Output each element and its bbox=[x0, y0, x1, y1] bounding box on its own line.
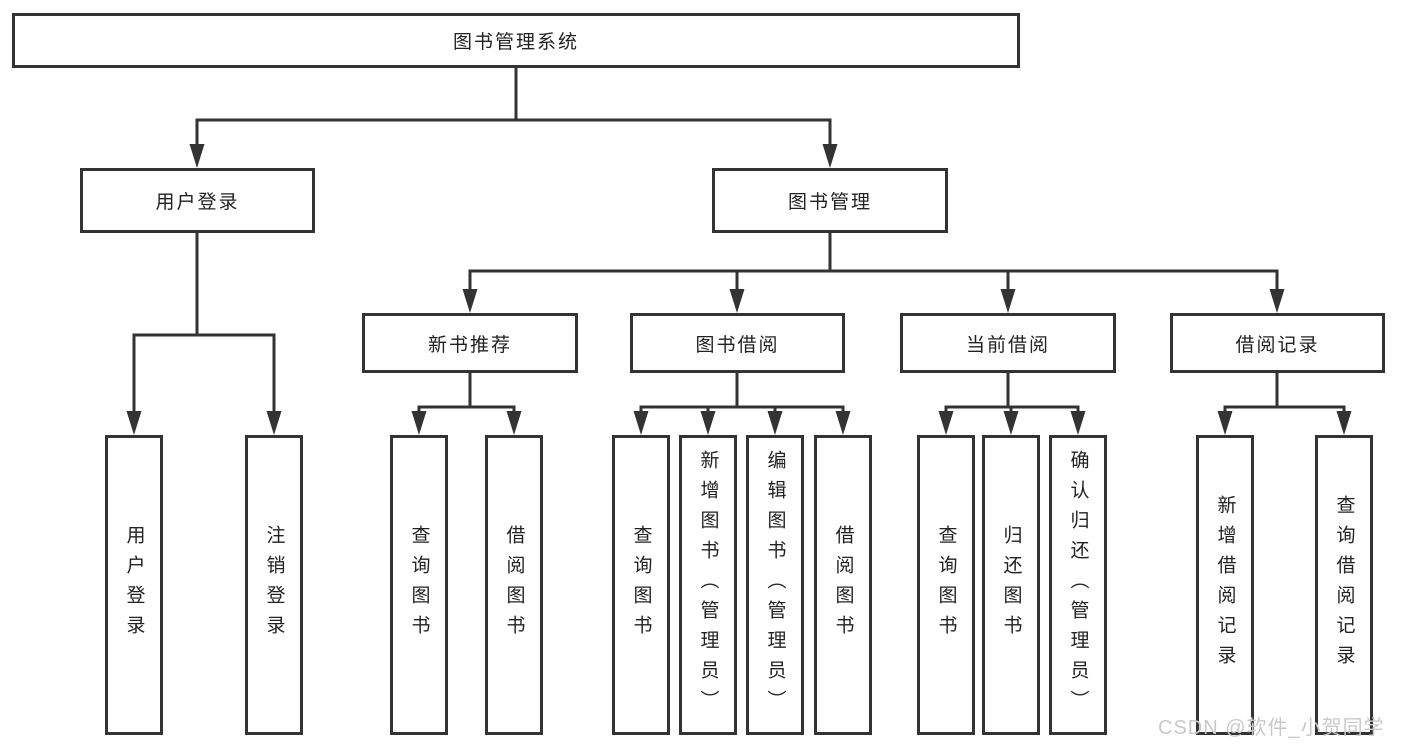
leaf-query-books-current: 查询图书 bbox=[917, 435, 975, 735]
leaf-confirm-return-admin-label: 确认归还（管理员） bbox=[1067, 450, 1089, 720]
leaf-edit-books-admin-label: 编辑图书（管理员） bbox=[764, 450, 786, 720]
leaf-borrow-books-recommend-label: 借阅图书 bbox=[503, 525, 525, 645]
leaf-query-borrow-record-label: 查询借阅记录 bbox=[1333, 495, 1355, 675]
node-current-borrow-label: 当前借阅 bbox=[965, 334, 1050, 356]
leaf-borrow-books: 借阅图书 bbox=[814, 435, 872, 735]
leaf-query-books-borrow: 查询图书 bbox=[612, 435, 670, 735]
node-new-book-recommend: 新书推荐 bbox=[362, 313, 578, 373]
node-new-book-recommend-label: 新书推荐 bbox=[427, 334, 512, 356]
leaf-add-books-admin-label: 新增图书（管理员） bbox=[697, 450, 719, 720]
node-book-management-label: 图书管理 bbox=[787, 192, 872, 213]
leaf-borrow-books-recommend: 借阅图书 bbox=[485, 435, 543, 735]
leaf-return-books-label: 归还图书 bbox=[1000, 525, 1022, 645]
node-borrow-records-label: 借阅记录 bbox=[1235, 334, 1320, 356]
leaf-query-books-recommend-label: 查询图书 bbox=[408, 525, 430, 645]
node-book-management: 图书管理 bbox=[712, 168, 948, 233]
leaf-return-books: 归还图书 bbox=[982, 435, 1040, 735]
leaf-logout: 注销登录 bbox=[245, 435, 303, 735]
leaf-borrow-books-label: 借阅图书 bbox=[832, 525, 854, 645]
leaf-query-books-recommend: 查询图书 bbox=[390, 435, 448, 735]
node-book-borrow: 图书借阅 bbox=[630, 313, 845, 373]
leaf-query-borrow-record: 查询借阅记录 bbox=[1315, 435, 1373, 735]
leaf-user-login: 用户登录 bbox=[105, 435, 163, 735]
watermark: CSDN @软件_小贺同学 bbox=[1158, 717, 1385, 739]
node-library-system: 图书管理系统 bbox=[12, 13, 1020, 68]
node-borrow-records: 借阅记录 bbox=[1170, 313, 1385, 373]
leaf-add-borrow-record: 新增借阅记录 bbox=[1196, 435, 1254, 735]
node-user-login-label: 用户登录 bbox=[155, 192, 240, 213]
leaf-confirm-return-admin: 确认归还（管理员） bbox=[1049, 435, 1107, 735]
leaf-add-books-admin: 新增图书（管理员） bbox=[679, 435, 737, 735]
node-book-borrow-label: 图书借阅 bbox=[695, 334, 780, 356]
node-current-borrow: 当前借阅 bbox=[900, 313, 1116, 373]
leaf-query-books-borrow-label: 查询图书 bbox=[630, 525, 652, 645]
leaf-user-login-label: 用户登录 bbox=[123, 525, 145, 645]
leaf-query-books-current-label: 查询图书 bbox=[935, 525, 957, 645]
leaf-add-borrow-record-label: 新增借阅记录 bbox=[1214, 495, 1236, 675]
leaf-edit-books-admin: 编辑图书（管理员） bbox=[746, 435, 804, 735]
leaf-logout-label: 注销登录 bbox=[263, 525, 285, 645]
node-library-system-label: 图书管理系统 bbox=[452, 32, 579, 53]
node-user-login: 用户登录 bbox=[80, 168, 315, 233]
